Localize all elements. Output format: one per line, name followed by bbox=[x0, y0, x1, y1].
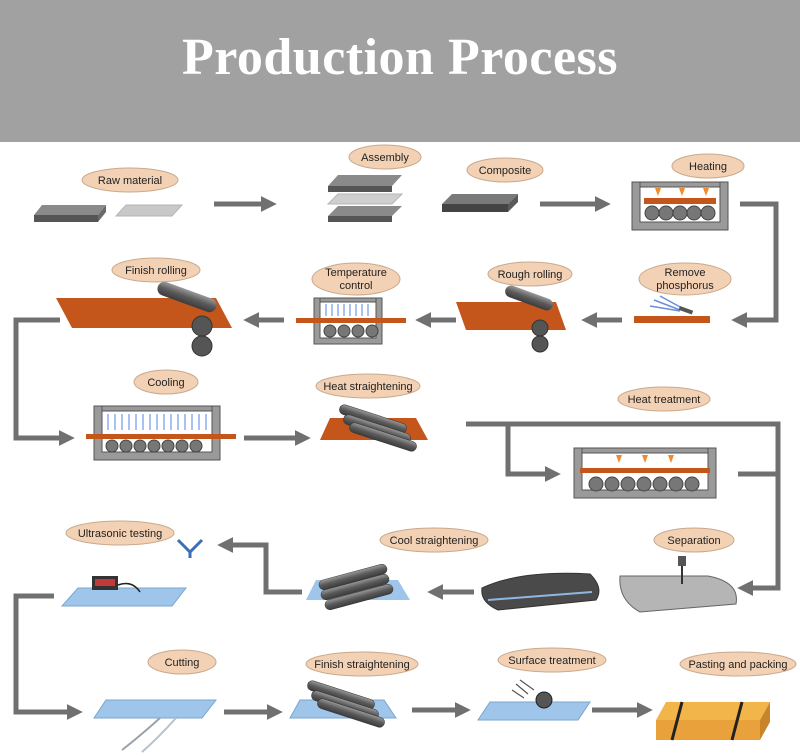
step-remove-phosphorus: Remove phosphorus bbox=[634, 262, 732, 323]
step-separation: Separation bbox=[619, 527, 737, 613]
heat-straightening-rollers bbox=[320, 404, 428, 452]
step-heating: Heating bbox=[631, 153, 745, 231]
label-separation: Separation bbox=[653, 527, 735, 553]
flow-arrow bbox=[217, 536, 302, 595]
cooling-chamber bbox=[86, 405, 236, 461]
step-cool-straightening: Cool straightening bbox=[306, 527, 600, 611]
label-cutting: Cutting bbox=[147, 649, 217, 675]
step-temperature-control: Temperature control bbox=[296, 262, 406, 345]
step-finish-rolling: Finish rolling bbox=[56, 257, 232, 357]
label-heating: Heating bbox=[671, 153, 745, 179]
flow-arrow bbox=[466, 421, 781, 597]
cool-straightening-rollers bbox=[306, 563, 410, 611]
label-text-line1: Remove bbox=[665, 267, 706, 279]
label-text: Heating bbox=[689, 161, 727, 173]
rough-rolling-mill bbox=[456, 285, 566, 353]
label-text: Cooling bbox=[147, 377, 184, 389]
assembly-plate-stack bbox=[326, 175, 404, 222]
label-text: Finish rolling bbox=[125, 265, 187, 277]
label-text: Cool straightening bbox=[390, 535, 479, 547]
title-banner: Production Process bbox=[0, 0, 800, 142]
label-text: Raw material bbox=[98, 175, 162, 187]
step-surface-treatment: Surface treatment bbox=[477, 647, 607, 721]
packed-bundle bbox=[656, 701, 770, 741]
flow-arrow bbox=[13, 317, 75, 447]
label-ultrasonic-testing: Ultrasonic testing bbox=[65, 520, 175, 546]
step-heat-straightening: Heat straightening bbox=[315, 373, 428, 452]
label-text: Composite bbox=[479, 165, 532, 177]
cooled-sheet bbox=[481, 572, 600, 611]
label-text: Ultrasonic testing bbox=[78, 528, 162, 540]
label-assembly: Assembly bbox=[348, 144, 422, 170]
label-surface-treatment: Surface treatment bbox=[497, 647, 607, 673]
heat-treatment-furnace bbox=[573, 447, 717, 499]
label-text: Pasting and packing bbox=[688, 659, 787, 671]
label-text-line2: control bbox=[339, 280, 372, 292]
step-pasting-and-packing: Pasting and packing bbox=[656, 651, 797, 741]
label-remove-phosphorus: Remove phosphorus bbox=[638, 262, 732, 296]
label-finish-rolling: Finish rolling bbox=[111, 257, 201, 283]
ultrasonic-tester-device bbox=[60, 576, 188, 607]
label-composite: Composite bbox=[466, 157, 544, 183]
flow-arrow bbox=[505, 424, 561, 483]
label-text: Rough rolling bbox=[498, 269, 563, 281]
label-text: Separation bbox=[667, 535, 720, 547]
flow-arrow bbox=[13, 593, 83, 721]
composite-plate bbox=[442, 194, 518, 212]
step-raw-material: Raw material bbox=[34, 167, 184, 222]
step-rough-rolling: Rough rolling bbox=[456, 261, 573, 353]
step-cooling: Cooling bbox=[86, 369, 236, 461]
step-finish-straightening: Finish straightening bbox=[289, 651, 419, 728]
separation-plate bbox=[619, 556, 737, 613]
step-ultrasonic-testing: Ultrasonic testing bbox=[60, 520, 204, 607]
label-text: Heat treatment bbox=[628, 394, 701, 406]
raw-material-dark-plate bbox=[34, 205, 106, 222]
step-assembly: Assembly bbox=[326, 144, 422, 222]
cutting-sheet bbox=[93, 699, 218, 753]
step-heat-treatment: Heat treatment bbox=[573, 386, 717, 499]
label-text-line2: phosphorus bbox=[656, 280, 714, 292]
label-text-line1: Temperature bbox=[325, 267, 387, 279]
finish-rolling-mill bbox=[56, 281, 232, 357]
surface-treatment-sheet bbox=[477, 679, 591, 721]
heating-furnace bbox=[631, 181, 729, 231]
label-temperature-control: Temperature control bbox=[311, 262, 401, 296]
label-heat-straightening: Heat straightening bbox=[315, 373, 421, 399]
label-text: Heat straightening bbox=[323, 381, 412, 393]
temperature-control-chamber bbox=[296, 297, 406, 345]
finish-straightening-rollers bbox=[289, 680, 397, 728]
page-title: Production Process bbox=[181, 29, 619, 86]
label-heat-treatment: Heat treatment bbox=[617, 386, 711, 412]
label-text: Surface treatment bbox=[508, 655, 595, 667]
label-pasting-and-packing: Pasting and packing bbox=[679, 651, 797, 677]
step-composite: Composite bbox=[442, 157, 544, 212]
raw-material-light-plate bbox=[114, 204, 184, 217]
flow-arrow bbox=[731, 201, 779, 329]
label-rough-rolling: Rough rolling bbox=[487, 261, 573, 287]
step-cutting: Cutting bbox=[93, 649, 218, 753]
phosphorus-removal-sprayer bbox=[634, 295, 710, 323]
label-text: Cutting bbox=[165, 657, 200, 669]
label-cool-straightening: Cool straightening bbox=[379, 527, 489, 553]
ultrasonic-probe-icon bbox=[176, 538, 204, 558]
label-text: Finish straightening bbox=[314, 659, 409, 671]
label-cooling: Cooling bbox=[133, 369, 199, 395]
label-text: Assembly bbox=[361, 152, 409, 164]
label-raw-material: Raw material bbox=[81, 167, 179, 193]
label-finish-straightening: Finish straightening bbox=[305, 651, 419, 677]
